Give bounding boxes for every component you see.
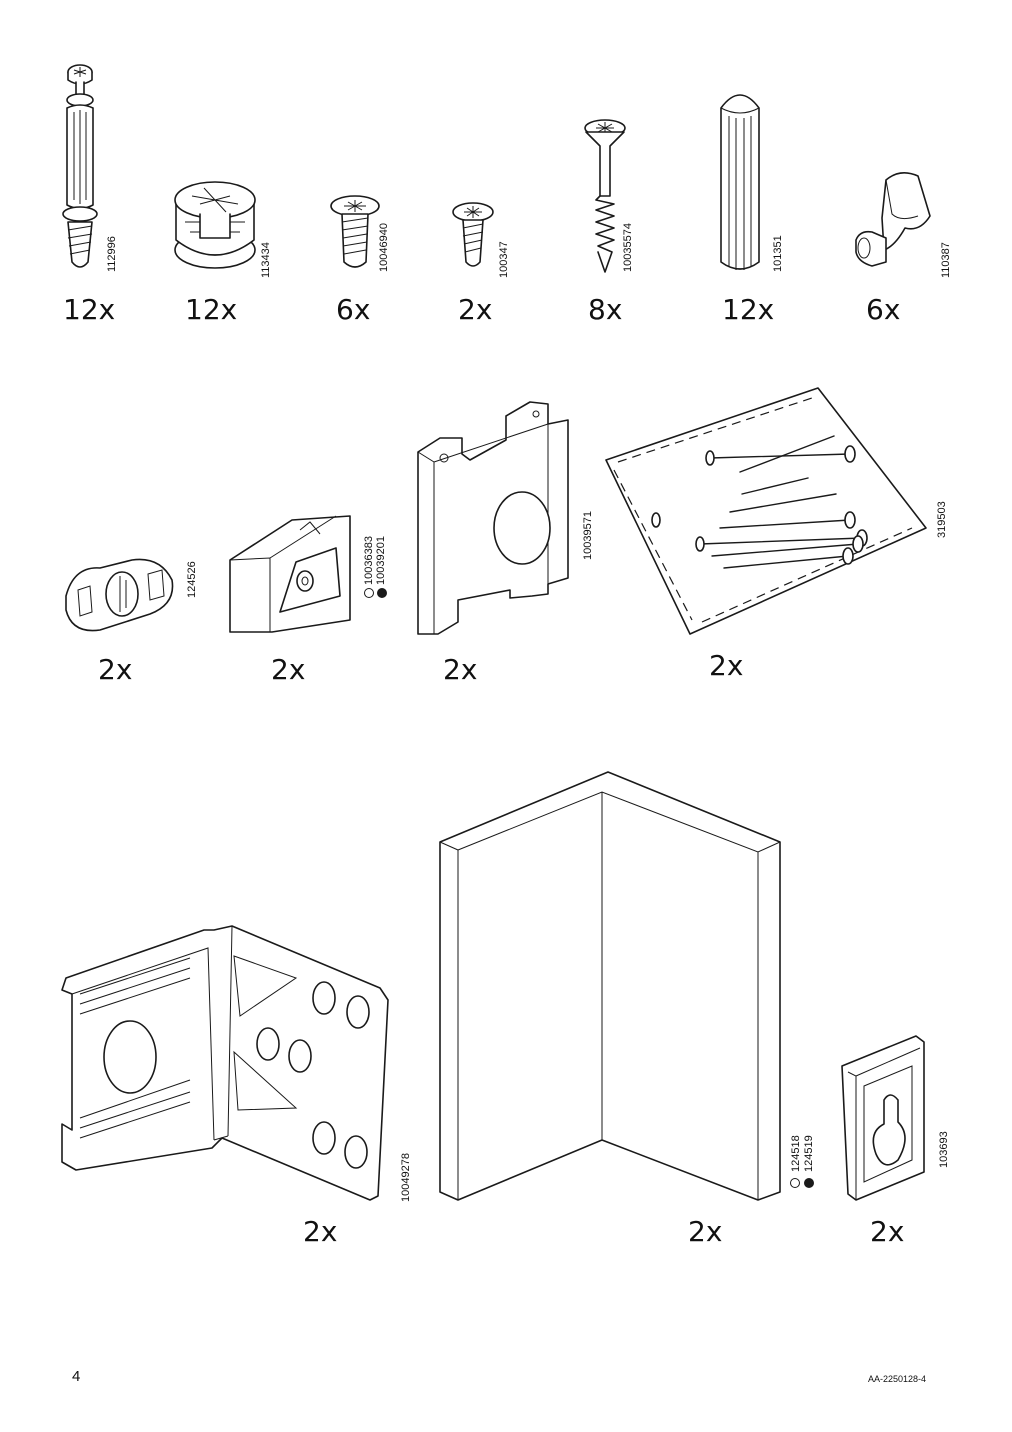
part-number-124526: 124526 bbox=[186, 561, 198, 598]
black-color-dot bbox=[377, 588, 387, 598]
quantity-113434: 12x bbox=[185, 293, 238, 326]
part-number-112996: 112996 bbox=[106, 236, 118, 272]
part-number-319503: 319503 bbox=[936, 501, 948, 538]
white-color-dot bbox=[790, 1178, 800, 1188]
quantity-103693: 2x bbox=[870, 1215, 905, 1248]
screw-100347-illustration bbox=[453, 203, 493, 266]
quantity-124518: 2x bbox=[688, 1215, 723, 1248]
part-number-10035574: 10035574 bbox=[622, 223, 634, 272]
page-number: 4 bbox=[72, 1368, 81, 1385]
quantity-124526: 2x bbox=[98, 653, 133, 686]
cam-bolt-illustration bbox=[63, 65, 97, 267]
part-number-103693: 103693 bbox=[938, 1131, 950, 1168]
cam-lock-illustration bbox=[66, 559, 173, 630]
nail-bag-illustration bbox=[606, 388, 926, 634]
quantity-100347: 2x bbox=[458, 293, 493, 326]
quantity-319503: 2x bbox=[709, 649, 744, 682]
black-color-dot bbox=[804, 1178, 814, 1188]
document-code: AA-2250128-4 bbox=[868, 1374, 927, 1384]
part-number-124519: 124519 bbox=[803, 1135, 815, 1172]
angle-bracket-illustration bbox=[62, 926, 388, 1200]
quantity-101351: 12x bbox=[722, 293, 775, 326]
part-number-100347: 100347 bbox=[498, 241, 510, 278]
quantity-112996: 12x bbox=[63, 293, 116, 326]
corner-bracket-illustration bbox=[230, 516, 350, 632]
part-number-10039571: 10039571 bbox=[582, 511, 594, 560]
quantity-110387: 6x bbox=[866, 293, 901, 326]
part-number-10046940: 10046940 bbox=[378, 223, 390, 272]
part-number-124518: 124518 bbox=[790, 1135, 802, 1172]
part-number-10039201: 10039201 bbox=[375, 536, 387, 585]
part-number-10049278: 10049278 bbox=[400, 1153, 412, 1202]
white-color-dot bbox=[364, 588, 374, 598]
dowel-illustration bbox=[721, 95, 759, 270]
quantity-10035574: 8x bbox=[588, 293, 623, 326]
keyhole-plate-illustration bbox=[842, 1036, 924, 1200]
quantity-10046940: 6x bbox=[336, 293, 371, 326]
shelf-support-illustration bbox=[856, 173, 930, 266]
part-number-110387: 110387 bbox=[940, 242, 952, 278]
corner-panel-illustration bbox=[440, 772, 780, 1200]
part-number-101351: 101351 bbox=[772, 235, 784, 272]
part-number-10036383: 10036383 bbox=[363, 536, 375, 585]
part-number-113434: 113434 bbox=[260, 242, 272, 278]
cam-housing-illustration bbox=[175, 182, 255, 268]
quantity-10036383: 2x bbox=[271, 653, 306, 686]
screw-10046940-illustration bbox=[331, 196, 379, 267]
wood-screw-illustration bbox=[585, 120, 625, 272]
quantity-10039571: 2x bbox=[443, 653, 478, 686]
hanging-plate-illustration bbox=[418, 402, 568, 634]
quantity-10049278: 2x bbox=[303, 1215, 338, 1248]
